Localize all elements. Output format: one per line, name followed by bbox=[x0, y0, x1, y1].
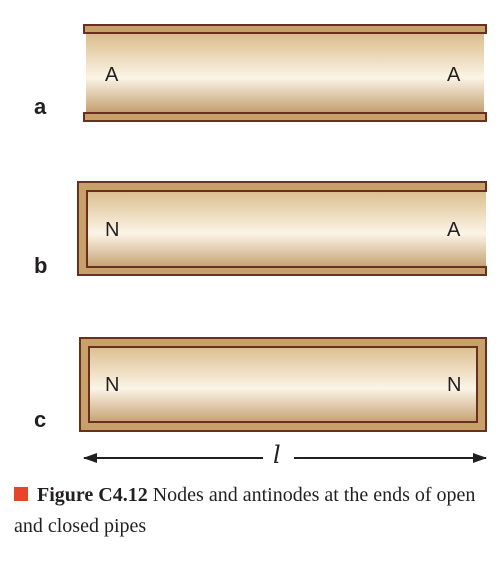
panel-label-b: b bbox=[34, 253, 48, 278]
pipe-c-left-end-label: N bbox=[105, 374, 120, 396]
pipe-b-right-end-label: A bbox=[447, 219, 461, 241]
pipe-a-open-open bbox=[83, 24, 487, 122]
panel-label-c: c bbox=[34, 407, 47, 432]
figure-caption: Figure C4.12 Nodes and antinodes at the … bbox=[14, 480, 484, 542]
caption-text: Nodes and antinodes at the ends of open … bbox=[14, 484, 476, 537]
pipes-diagram bbox=[77, 24, 487, 463]
caption-square-icon bbox=[14, 487, 28, 501]
pipe-a-left-end-label: A bbox=[105, 64, 119, 86]
caption-figure-label: Figure C4.12 bbox=[37, 484, 148, 506]
pipe-a-top-wall bbox=[83, 24, 487, 34]
pipe-b-wall bbox=[77, 181, 487, 276]
pipe-a-bottom-wall bbox=[83, 112, 487, 122]
pipe-c-closed-closed bbox=[79, 337, 487, 432]
length-symbol: l bbox=[273, 441, 281, 469]
panel-label-a: a bbox=[34, 94, 47, 119]
pipe-c-wall bbox=[79, 337, 487, 432]
pipe-a-right-end-label: A bbox=[447, 64, 461, 86]
pipe-b-left-end-label: N bbox=[105, 219, 120, 241]
pipe-c-right-end-label: N bbox=[447, 374, 462, 396]
pipe-b-closed-open bbox=[77, 181, 487, 276]
